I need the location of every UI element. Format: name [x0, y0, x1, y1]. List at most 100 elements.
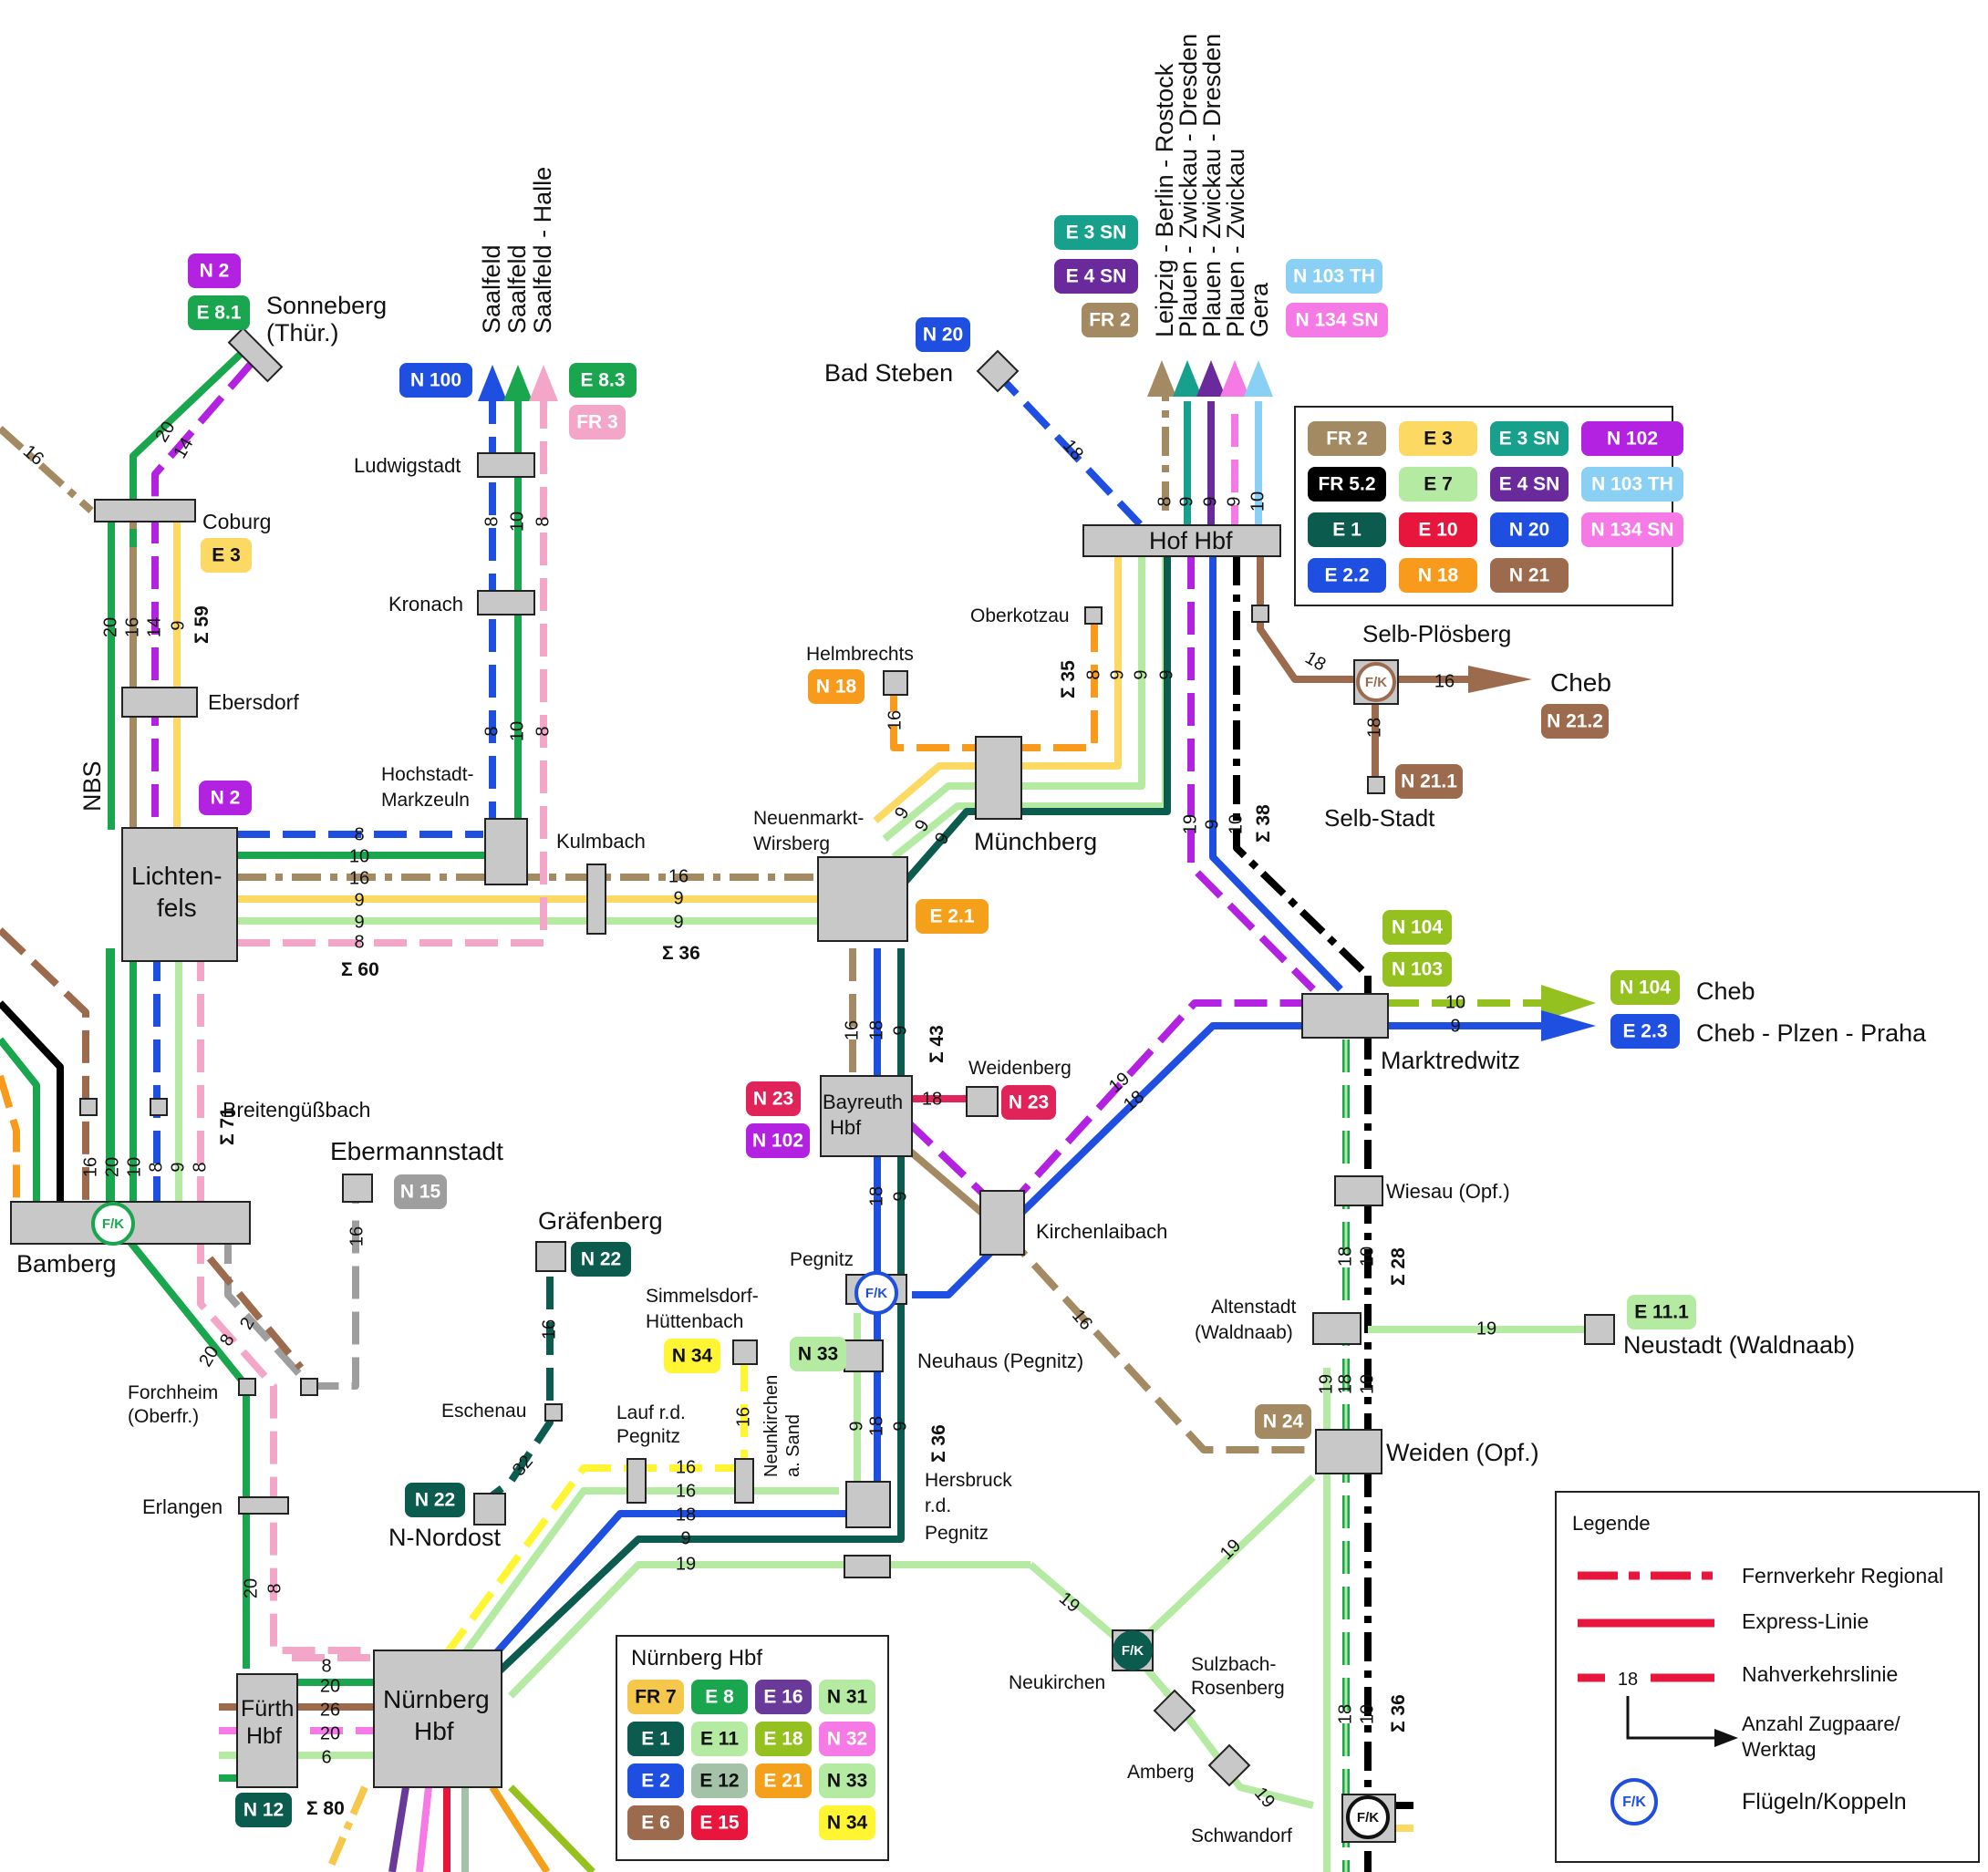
cnt-19-her: 19 — [676, 1554, 696, 1574]
line-e18-south — [508, 1784, 595, 1872]
label-bamberg: Bamberg — [16, 1250, 117, 1277]
cnt-19-weiden: 19 — [1217, 1536, 1245, 1564]
label-sonneberg2: (Thür.) — [266, 319, 339, 346]
badge-e21: E 2.1 — [916, 899, 989, 934]
cnt-16-bay: 16 — [842, 1020, 862, 1040]
station-nuernberg — [373, 1650, 502, 1788]
line-fr52-west — [0, 1000, 64, 1204]
cnt-20b-fue: 20 — [320, 1723, 340, 1743]
label-bayreuth2: Hbf — [830, 1116, 862, 1139]
station-bayreuth — [820, 1075, 913, 1157]
label-nbs: NBS — [78, 760, 106, 812]
label-nuernberg1: Nürnberg — [383, 1685, 490, 1713]
station-simmelsdorf — [732, 1339, 758, 1365]
nbg-legend-item: N 31 — [819, 1680, 875, 1714]
station-selb-ploesberg-stub — [1251, 605, 1269, 623]
label-plauen3: Plauen - Zwickau — [1222, 149, 1249, 337]
cnt-16-selb: 16 — [1434, 671, 1455, 691]
line-e1-her-nbg — [490, 1495, 905, 1681]
line-n21-selb — [1257, 556, 1368, 683]
svg-text:N 134 SN: N 134 SN — [1590, 520, 1673, 541]
cnt-16-nk: 16 — [733, 1407, 753, 1427]
label-altenstadt2: (Waldnaab) — [1195, 1322, 1293, 1343]
cnt-9a-hof: 9 — [1176, 496, 1196, 506]
label-neustadt: Neustadt (Waldnaab) — [1623, 1331, 1855, 1359]
label-selb-ploesberg: Selb-Plösberg — [1362, 620, 1511, 647]
cnt-18a-her: 18 — [676, 1505, 696, 1525]
cnt-8-fue: 8 — [321, 1656, 331, 1676]
svg-text:E 2.3: E 2.3 — [1622, 1021, 1667, 1042]
line-fr2-kir-weiden — [1000, 1228, 1313, 1453]
cnt-9b-hof: 9 — [1200, 496, 1220, 506]
station-neuhaus — [844, 1339, 884, 1372]
cnt-8b-ludw: 8 — [533, 516, 553, 526]
label-schwandorf: Schwandorf — [1191, 1825, 1292, 1846]
svg-text:N 134 SN: N 134 SN — [1295, 310, 1378, 331]
label-neuenmarkt1: Neuenmarkt- — [753, 808, 864, 829]
sum-36c: Σ 36 — [1388, 1694, 1409, 1732]
labels-layer: Sonneberg(Thür.)CoburgEbersdorfNBSLichte… — [16, 34, 1927, 1846]
cnt-18-weid: 18 — [922, 1089, 942, 1109]
badge-e4sn: E 4 SN — [1054, 259, 1138, 294]
line-fr3-lif — [237, 401, 547, 946]
cnt-16-eber: 16 — [347, 1226, 367, 1246]
svg-text:N 103 TH: N 103 TH — [1591, 474, 1673, 495]
svg-text:FR 7: FR 7 — [635, 1687, 677, 1708]
label-ludwigstadt: Ludwigstadt — [354, 454, 461, 477]
station-nnordost — [473, 1493, 506, 1526]
label-hersbruck2: r.d. — [925, 1495, 951, 1516]
cnt-9-l2: 9 — [354, 912, 364, 932]
label-graefenberg: Gräfenberg — [538, 1207, 663, 1235]
cnt-18-alt: 18 — [1335, 1374, 1355, 1394]
label-sonneberg: Sonneberg — [266, 292, 387, 319]
label-cheb3: Cheb - Plzen - Praha — [1696, 1019, 1927, 1047]
label-cheb1: Cheb — [1550, 668, 1611, 697]
cnt-9-peg: 9 — [890, 1191, 910, 1201]
label-plauen1: Plauen - Zwickau - Dresden — [1175, 34, 1202, 337]
legend-express: Express-Linie — [1742, 1609, 1869, 1633]
line-n102-hof-mtr — [1187, 556, 1316, 992]
line-e7-neuk-nbg — [508, 1561, 1030, 1699]
line-fr7-south — [325, 1785, 368, 1872]
label-oberkotzau: Oberkotzau — [970, 605, 1070, 626]
label-lauf1: Lauf r.d. — [616, 1402, 686, 1423]
cnt-16-l1: 16 — [349, 868, 369, 888]
line-n32-south — [416, 1786, 432, 1872]
cnt-16-gra: 16 — [539, 1319, 559, 1339]
svg-text:E 1: E 1 — [1332, 520, 1362, 541]
line-e81-sonneberg — [129, 351, 243, 511]
station-hochstadt — [484, 818, 528, 885]
label-neuhaus: Neuhaus (Pegnitz) — [917, 1350, 1083, 1372]
cnt-20-fue: 20 — [320, 1676, 340, 1696]
line-n102-bay-kir — [905, 999, 1304, 1216]
hof-legend-item: N 21 — [1490, 558, 1569, 593]
svg-text:E 3: E 3 — [1424, 429, 1453, 450]
svg-text:N 31: N 31 — [827, 1687, 868, 1708]
badge-n103: N 103 — [1382, 952, 1452, 987]
badge-fr3: FR 3 — [569, 405, 626, 440]
label-ebermannstadt: Ebermannstadt — [330, 1137, 503, 1165]
cnt-8-erl: 8 — [264, 1583, 285, 1593]
line-n20-badsteben — [991, 367, 1143, 527]
line-fr52-hof-mtr — [1233, 556, 1371, 978]
badge-n24: N 24 — [1255, 1404, 1311, 1439]
label-wiesau: Wiesau (Opf.) — [1386, 1180, 1510, 1203]
fk-schwandorf: F/K — [1346, 1795, 1390, 1839]
cnt-8b-bam: 8 — [190, 1162, 210, 1172]
cnt-10-kron: 10 — [507, 721, 527, 741]
nbg-legend-item: N 33 — [819, 1763, 875, 1798]
label-marktredwitz: Marktredwitz — [1381, 1047, 1520, 1074]
station-kronach — [477, 590, 535, 615]
cnt-10-ludw: 10 — [507, 512, 527, 532]
arrow-e23-cheb — [1541, 1010, 1596, 1041]
svg-text:FR 2: FR 2 — [1326, 429, 1368, 450]
label-pegnitz: Pegnitz — [790, 1249, 854, 1270]
arrow-e3sn-north — [1173, 360, 1202, 397]
label-altenstadt1: Altenstadt — [1211, 1297, 1297, 1318]
badge-n23a: N 23 — [746, 1081, 801, 1116]
badge-e83: E 8.3 — [569, 363, 637, 398]
legend-pointer-head — [1714, 1729, 1738, 1747]
arrow-n134-north — [1220, 360, 1249, 397]
label-leipzig: Leipzig - Berlin - Rostock — [1151, 63, 1178, 337]
svg-text:E 21: E 21 — [763, 1771, 803, 1792]
